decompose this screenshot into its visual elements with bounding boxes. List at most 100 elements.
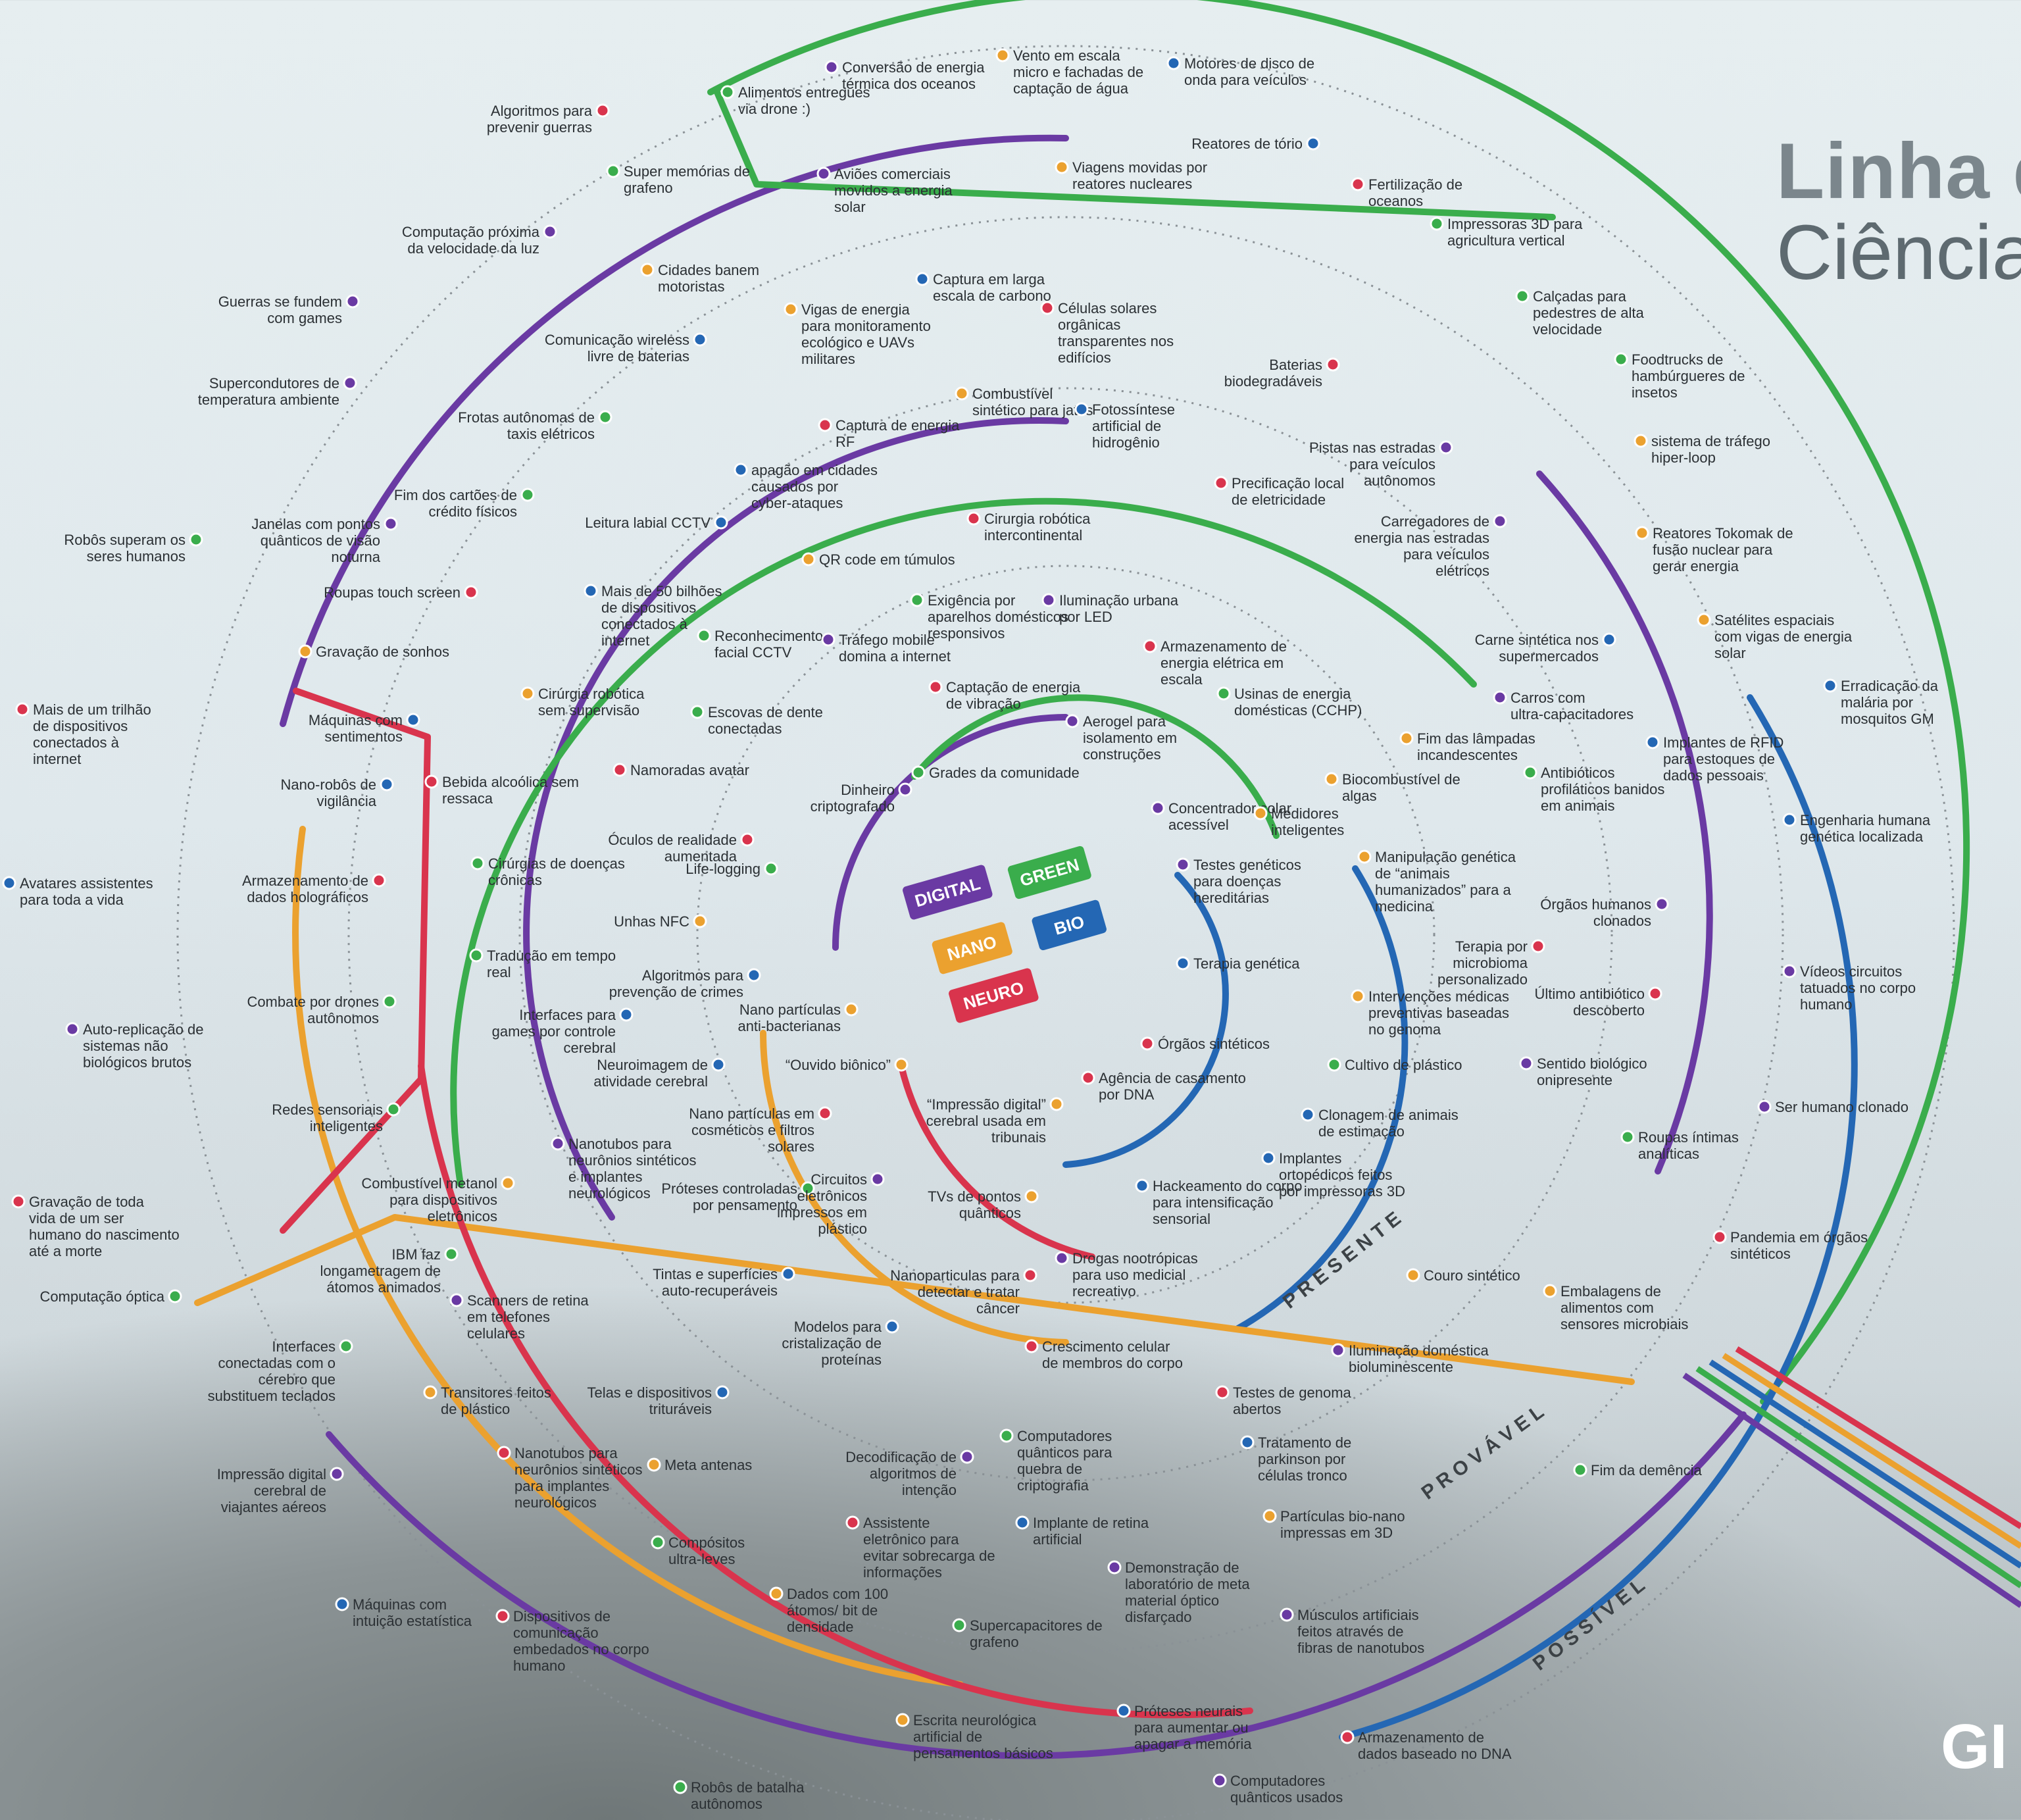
brand-logo: GI: [1941, 1711, 2008, 1782]
timeline-event-marker: [1645, 735, 1660, 749]
timeline-event-marker: [11, 1194, 26, 1209]
timeline-event-label: Couro sintético: [1424, 1267, 1520, 1284]
timeline-event-marker: [870, 1172, 885, 1186]
timeline-event-marker: [1055, 160, 1069, 174]
timeline-event-marker: [595, 103, 610, 118]
exit-line-digital: [1682, 1373, 2021, 1608]
timeline-event-marker: [15, 702, 30, 717]
timeline-event-marker: [1135, 1178, 1149, 1193]
timeline-event-marker: [65, 1022, 80, 1036]
timeline-event-marker: [1301, 1107, 1315, 1122]
timeline-event-marker: [1306, 136, 1320, 151]
timeline-event-marker: [816, 166, 831, 181]
track-green-mid: [450, 497, 1477, 1188]
timeline-event-marker: [715, 1385, 730, 1400]
timeline-event-marker: [1326, 357, 1340, 372]
timeline-event-label: Meta antenas: [664, 1457, 752, 1473]
timeline-event-marker: [1240, 1435, 1255, 1450]
timeline-event-marker: [818, 418, 832, 432]
timeline-event-marker: [1531, 939, 1545, 953]
timeline-event-marker: [343, 376, 357, 390]
timeline-event-marker: [1116, 1704, 1131, 1718]
timeline-event-marker: [497, 1446, 511, 1460]
ring-guide-outer: [176, 45, 1955, 1820]
timeline-event-marker: [911, 765, 926, 780]
timeline-event-marker: [801, 552, 816, 567]
timeline-event-marker: [406, 713, 420, 727]
timeline-event-marker: [1176, 956, 1190, 971]
timeline-event-marker: [1634, 434, 1648, 448]
timeline-event-marker: [1214, 476, 1228, 490]
timeline-event-marker: [1614, 352, 1628, 367]
timeline-event-marker: [1648, 986, 1662, 1001]
timeline-event-marker: [469, 948, 484, 963]
timeline-event-label: Unhas NFC: [614, 913, 689, 930]
timeline-event-marker: [1140, 1036, 1155, 1051]
timeline-event-marker: [1331, 1343, 1345, 1357]
hub-badge-nano: NANO: [932, 922, 1012, 974]
timeline-event-marker: [1655, 897, 1669, 911]
timeline-event-marker: [1602, 632, 1616, 647]
timeline-event-marker: [598, 410, 612, 424]
exit-line-neuro: [1735, 1346, 2021, 1529]
timeline-event-label: Life-logging: [686, 861, 761, 877]
timeline-event-marker: [821, 632, 836, 647]
timeline-event-marker: [1439, 440, 1453, 455]
track-bio: [1062, 694, 1858, 1740]
timeline-event-marker: [464, 585, 478, 599]
timeline-event-marker: [784, 302, 798, 316]
hub: DIGITAL GREEN NANO BIO NEURO: [903, 846, 1107, 1023]
timeline-event-marker: [1406, 1268, 1420, 1282]
track-green-outer: [707, 0, 1970, 1405]
timeline-event-marker: [960, 1450, 974, 1464]
timeline-event-marker: [1049, 1097, 1064, 1111]
timeline-event-marker: [1757, 1100, 1772, 1114]
track-digital-right: [1536, 470, 1713, 1175]
timeline-event-marker: [1176, 857, 1190, 872]
timeline-event-marker: [1573, 1463, 1587, 1477]
